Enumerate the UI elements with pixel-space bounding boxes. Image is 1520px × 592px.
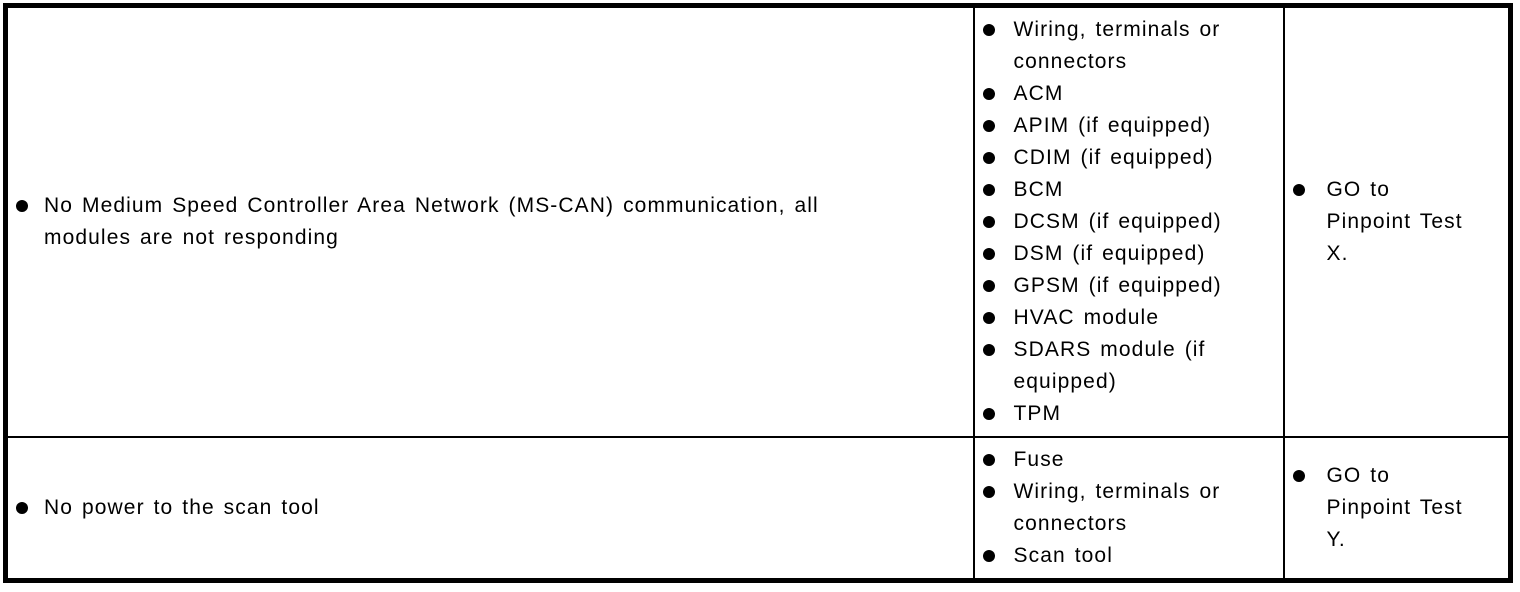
source-text: Fuse	[1013, 448, 1065, 471]
source-text: Wiring, terminals or connectors	[1013, 480, 1221, 535]
action-cell: GO to Pinpoint Test Y.	[1282, 436, 1512, 582]
list-item: DCSM (if equipped)	[982, 206, 1275, 238]
action-text: GO to Pinpoint Test Y.	[1326, 464, 1463, 551]
action-cell: GO to Pinpoint Test X.	[1282, 4, 1512, 438]
bullet-icon	[1292, 184, 1305, 196]
action-list: GO to Pinpoint Test X.	[1292, 174, 1501, 270]
symptom-text: No Medium Speed Controller Area Network …	[44, 194, 819, 249]
source-text: SDARS module (if equipped)	[1013, 338, 1206, 393]
source-text: DSM (if equipped)	[1013, 242, 1206, 265]
list-item: No power to the scan tool	[16, 492, 965, 524]
bullet-icon	[982, 280, 995, 292]
list-item: HVAC module	[982, 302, 1275, 334]
action-text: GO to Pinpoint Test X.	[1326, 178, 1463, 265]
list-item: GPSM (if equipped)	[982, 270, 1275, 302]
source-text: Wiring, terminals or connectors	[1013, 18, 1221, 73]
source-text: GPSM (if equipped)	[1013, 274, 1222, 297]
symptom-cell: No power to the scan tool	[4, 436, 975, 582]
source-text: TPM	[1013, 402, 1062, 425]
bullet-icon	[982, 88, 995, 100]
table-row: No power to the scan tool Fuse Wiring, t…	[4, 436, 1512, 582]
list-item: Fuse	[982, 444, 1275, 476]
action-list: GO to Pinpoint Test Y.	[1292, 460, 1501, 556]
bullet-icon	[982, 312, 995, 324]
bullet-icon	[982, 24, 995, 36]
source-text: CDIM (if equipped)	[1013, 146, 1214, 169]
bullet-icon	[982, 216, 995, 228]
symptom-cell: No Medium Speed Controller Area Network …	[4, 4, 975, 438]
bullet-icon	[982, 486, 995, 498]
list-item: ACM	[982, 78, 1275, 110]
list-item: APIM (if equipped)	[982, 110, 1275, 142]
list-item: DSM (if equipped)	[982, 238, 1275, 270]
source-text: APIM (if equipped)	[1013, 114, 1212, 137]
symptom-list: No power to the scan tool	[16, 492, 965, 524]
list-item: BCM	[982, 174, 1275, 206]
bullet-icon	[982, 248, 995, 260]
diagnostic-symptom-table: No Medium Speed Controller Area Network …	[3, 3, 1513, 583]
table-row: No Medium Speed Controller Area Network …	[4, 4, 1512, 438]
bullet-icon	[982, 344, 995, 356]
bullet-icon	[982, 550, 995, 562]
list-item: Wiring, terminals or connectors	[982, 476, 1275, 540]
list-item: Wiring, terminals or connectors	[982, 14, 1275, 78]
bullet-icon	[16, 502, 28, 514]
source-text: Scan tool	[1013, 544, 1113, 567]
list-item: SDARS module (if equipped)	[982, 334, 1275, 398]
source-text: ACM	[1013, 82, 1064, 105]
bullet-icon	[982, 120, 995, 132]
bullet-icon	[982, 184, 995, 196]
bullet-icon	[16, 200, 28, 212]
symptom-text: No power to the scan tool	[44, 496, 320, 519]
list-item: Scan tool	[982, 540, 1275, 572]
possible-sources-list: Wiring, terminals or connectors ACM APIM…	[982, 14, 1275, 430]
bullet-icon	[982, 152, 995, 164]
bullet-icon	[1292, 470, 1305, 482]
list-item: CDIM (if equipped)	[982, 142, 1275, 174]
list-item: GO to Pinpoint Test X.	[1292, 174, 1501, 270]
bullet-icon	[982, 408, 995, 420]
list-item: TPM	[982, 398, 1275, 430]
symptom-list: No Medium Speed Controller Area Network …	[16, 190, 965, 254]
source-text: BCM	[1013, 178, 1064, 201]
possible-sources-cell: Wiring, terminals or connectors ACM APIM…	[972, 4, 1285, 438]
source-text: DCSM (if equipped)	[1013, 210, 1222, 233]
list-item: GO to Pinpoint Test Y.	[1292, 460, 1501, 556]
possible-sources-cell: Fuse Wiring, terminals or connectors Sca…	[972, 436, 1285, 582]
possible-sources-list: Fuse Wiring, terminals or connectors Sca…	[982, 444, 1275, 572]
list-item: No Medium Speed Controller Area Network …	[16, 190, 965, 254]
source-text: HVAC module	[1013, 306, 1160, 329]
bullet-icon	[982, 454, 995, 466]
